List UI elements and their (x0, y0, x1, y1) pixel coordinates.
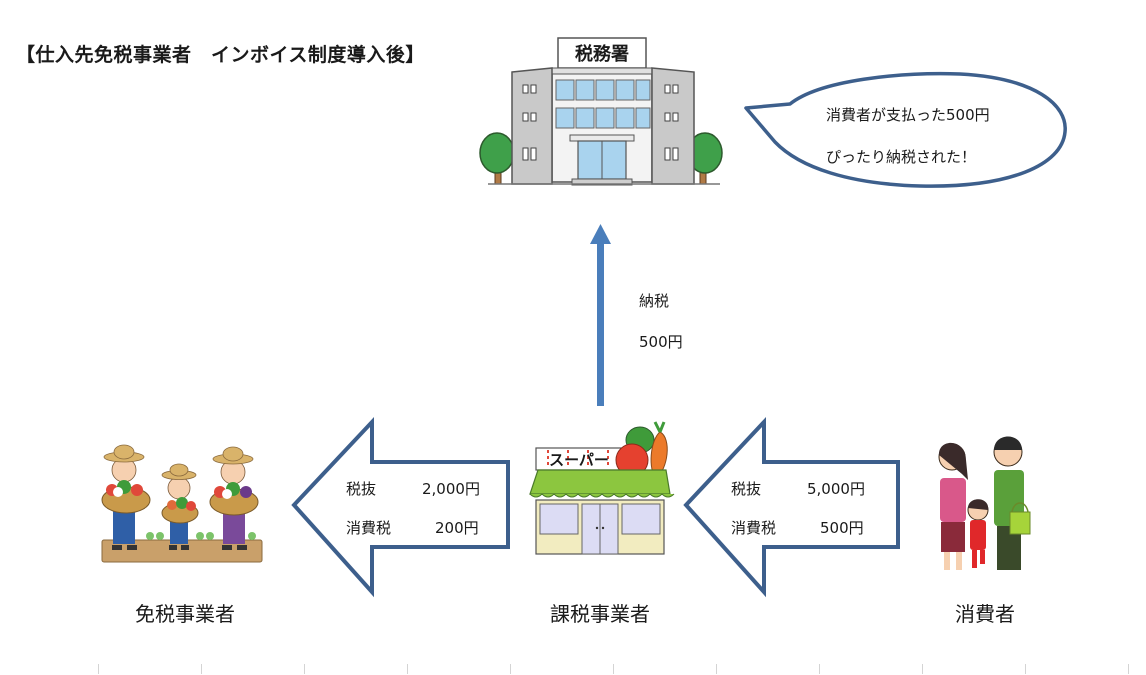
family-icon (938, 436, 1031, 570)
payment-arrow-to-exempt (291, 416, 510, 598)
ruler-tick (1128, 664, 1129, 674)
ruler-tick (98, 664, 99, 674)
arrow-exempt-pretax-label: 税抜 (346, 480, 377, 498)
farmers-icon (101, 444, 263, 563)
payment-arrow-to-taxable (683, 416, 900, 598)
taxable-business-label: 課税事業者 (550, 602, 650, 626)
supermarket-icon (529, 421, 675, 555)
ruler-tick (510, 664, 511, 674)
tree-icon (479, 132, 515, 185)
tax-payment-amount: 500円 (639, 333, 683, 351)
arrow-exempt-pretax-value: 2,000円 (422, 480, 480, 498)
speech-bubble-outline (744, 71, 1067, 188)
tax-payment-label: 納税 (639, 292, 670, 310)
ruler-tick (201, 664, 202, 674)
arrow-exempt-tax-value: 200円 (435, 519, 479, 537)
arrow-taxable-tax-value: 500円 (820, 519, 864, 537)
ruler-tick (407, 664, 408, 674)
arrow-exempt-tax-label: 消費税 (346, 519, 392, 537)
supermarket-sign: スーパー (549, 451, 609, 469)
ruler-tick (716, 664, 717, 674)
speech-bubble-line-1: 消費者が支払った500円 (826, 106, 990, 124)
exempt-business-label: 免税事業者 (135, 602, 235, 626)
ruler-tick (819, 664, 820, 674)
consumer-label: 消費者 (955, 602, 1015, 626)
speech-bubble-line-2: ぴったり納税された！ (826, 148, 977, 166)
ruler-tick (922, 664, 923, 674)
ruler-tick (613, 664, 614, 674)
ruler-tick (1025, 664, 1026, 674)
tax-office-building-icon (479, 37, 723, 186)
arrow-taxable-tax-label: 消費税 (731, 519, 777, 537)
diagram-title: 【仕入先免税事業者 インボイス制度導入後】 (16, 44, 425, 66)
tree-icon (687, 132, 723, 185)
arrow-taxable-pretax-label: 税抜 (731, 480, 762, 498)
arrow-taxable-pretax-value: 5,000円 (807, 480, 865, 498)
tax-payment-arrow (590, 224, 611, 406)
tax-office-sign: 税務署 (575, 44, 629, 65)
ruler-tick (304, 664, 305, 674)
